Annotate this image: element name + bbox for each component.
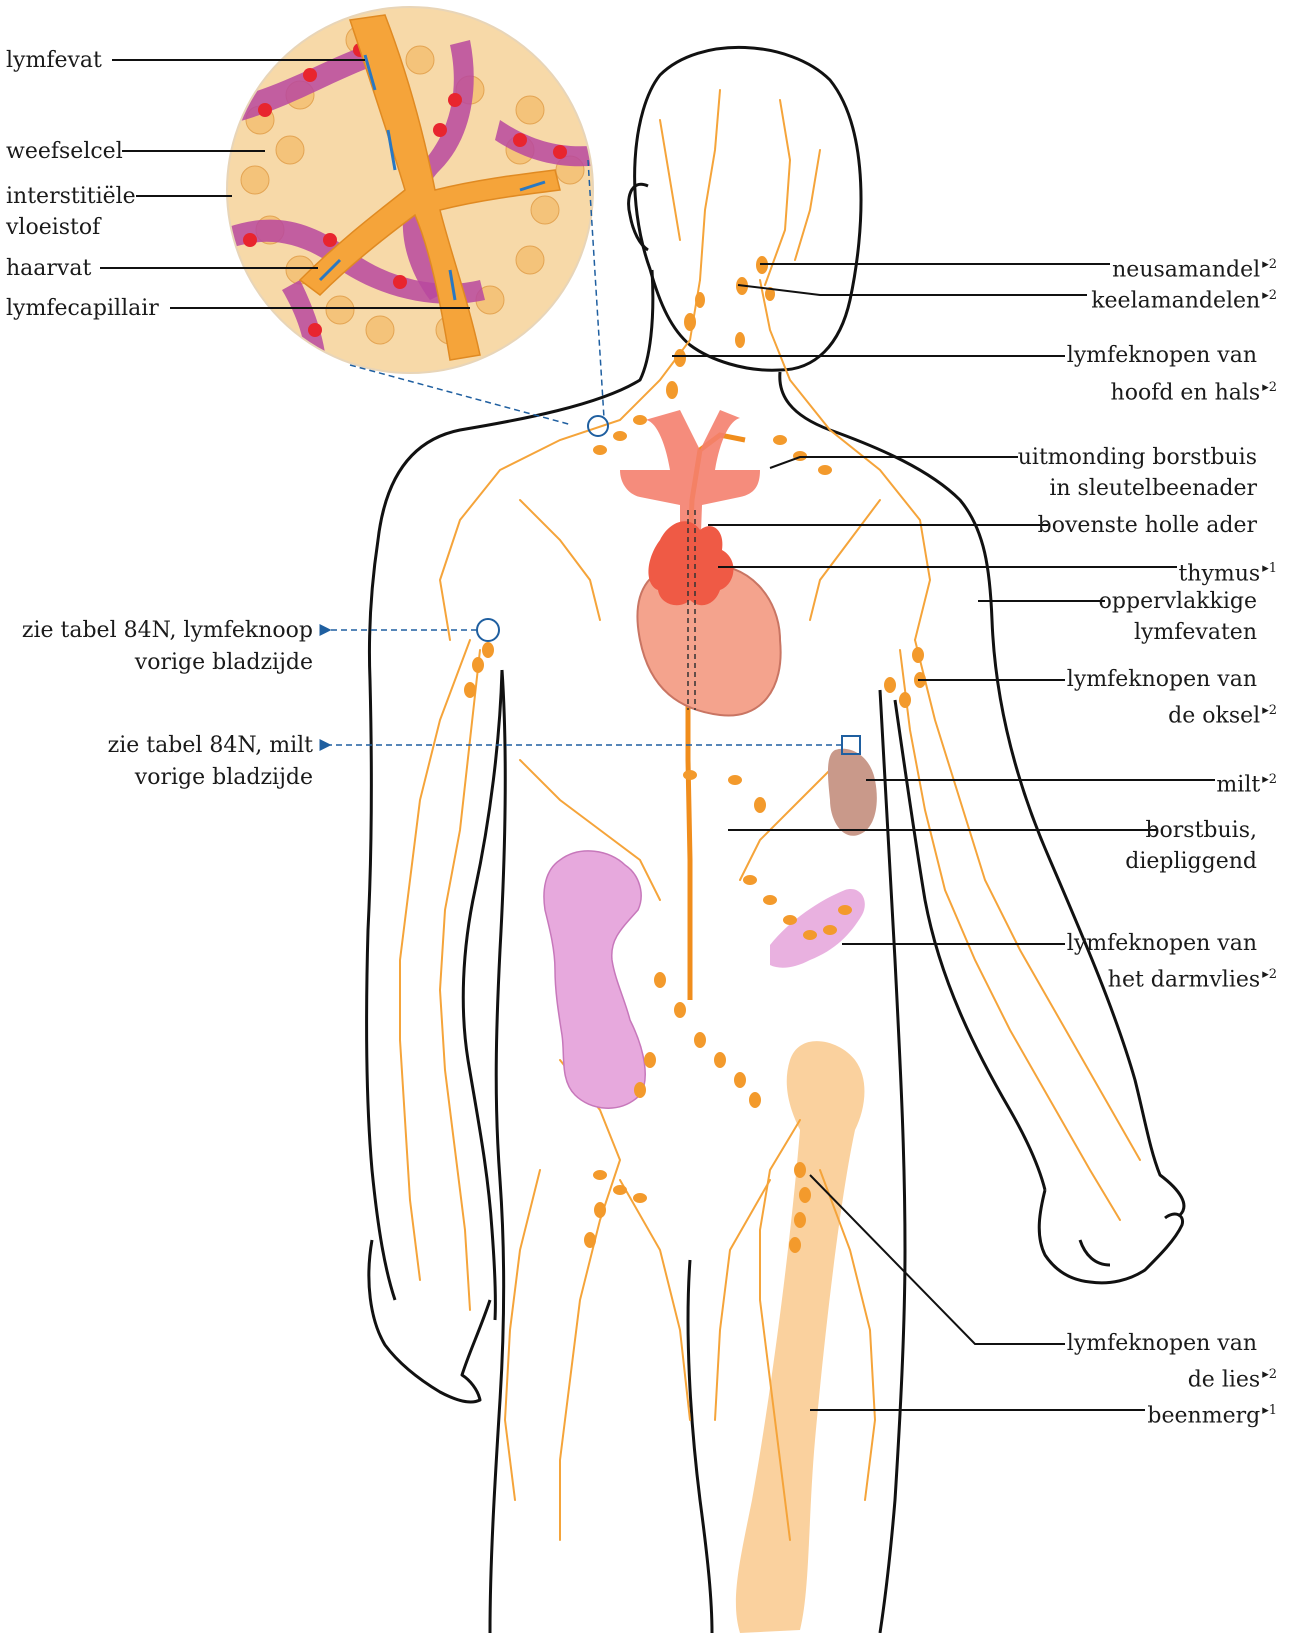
label-weefselcel: weefselcel [6, 136, 123, 167]
label-lymfevat: lymfevat [6, 45, 102, 76]
label-haarvat: haarvat [6, 253, 91, 284]
label-lymfecapillair: lymfecapillair [6, 293, 159, 324]
large-intestine [544, 851, 645, 1108]
label-oksel-2: de oksel▸2 [1168, 695, 1277, 731]
label-holle-ader: bovenste holle ader [1038, 510, 1257, 541]
ref-lymfeknoop: zie tabel 84N, lymfeknoop [22, 615, 313, 646]
label-oksel-1: lymfeknopen van [1067, 664, 1257, 695]
node-marker [477, 619, 499, 641]
ref-milt: zie tabel 84N, milt [108, 730, 313, 761]
label-lies-1: lymfeknopen van [1067, 1328, 1257, 1359]
label-borstbuis-2: diepliggend [1125, 846, 1257, 877]
tissue-inset [220, 0, 600, 380]
spleen [828, 749, 877, 836]
right-leaders [672, 264, 1215, 1410]
label-interstitiele: interstitiële [6, 181, 136, 212]
label-vloeistof: vloeistof [6, 212, 100, 243]
label-lies-2: de lies▸2 [1188, 1359, 1277, 1395]
label-thymus: thymus▸1 [1178, 553, 1277, 589]
label-borstbuis-1: borstbuis, [1145, 815, 1257, 846]
mesentery [770, 889, 865, 968]
label-darmvlies-1: lymfeknopen van [1067, 928, 1257, 959]
label-uitmonding-2: in sleutelbeenader [1049, 473, 1257, 504]
label-beenmerg: beenmerg▸1 [1147, 1395, 1277, 1431]
label-oppervlakkige-2: lymfevaten [1134, 617, 1257, 648]
label-uitmonding-1: uitmonding borstbuis [1018, 442, 1257, 473]
ref-lymfeknoop-page: vorige bladzijde [135, 647, 313, 678]
label-darmvlies-2: het darmvlies▸2 [1108, 959, 1277, 995]
label-hoofd-hals-2: hoofd en hals▸2 [1111, 372, 1277, 408]
bone-marrow-femur [736, 1041, 865, 1633]
ref-milt-page: vorige bladzijde [135, 762, 313, 793]
label-milt: milt▸2 [1216, 764, 1277, 800]
label-keelamandelen: keelamandelen▸2 [1091, 280, 1277, 316]
label-oppervlakkige-1: oppervlakkige [1099, 586, 1257, 617]
label-hoofd-hals-1: lymfeknopen van [1067, 340, 1257, 371]
